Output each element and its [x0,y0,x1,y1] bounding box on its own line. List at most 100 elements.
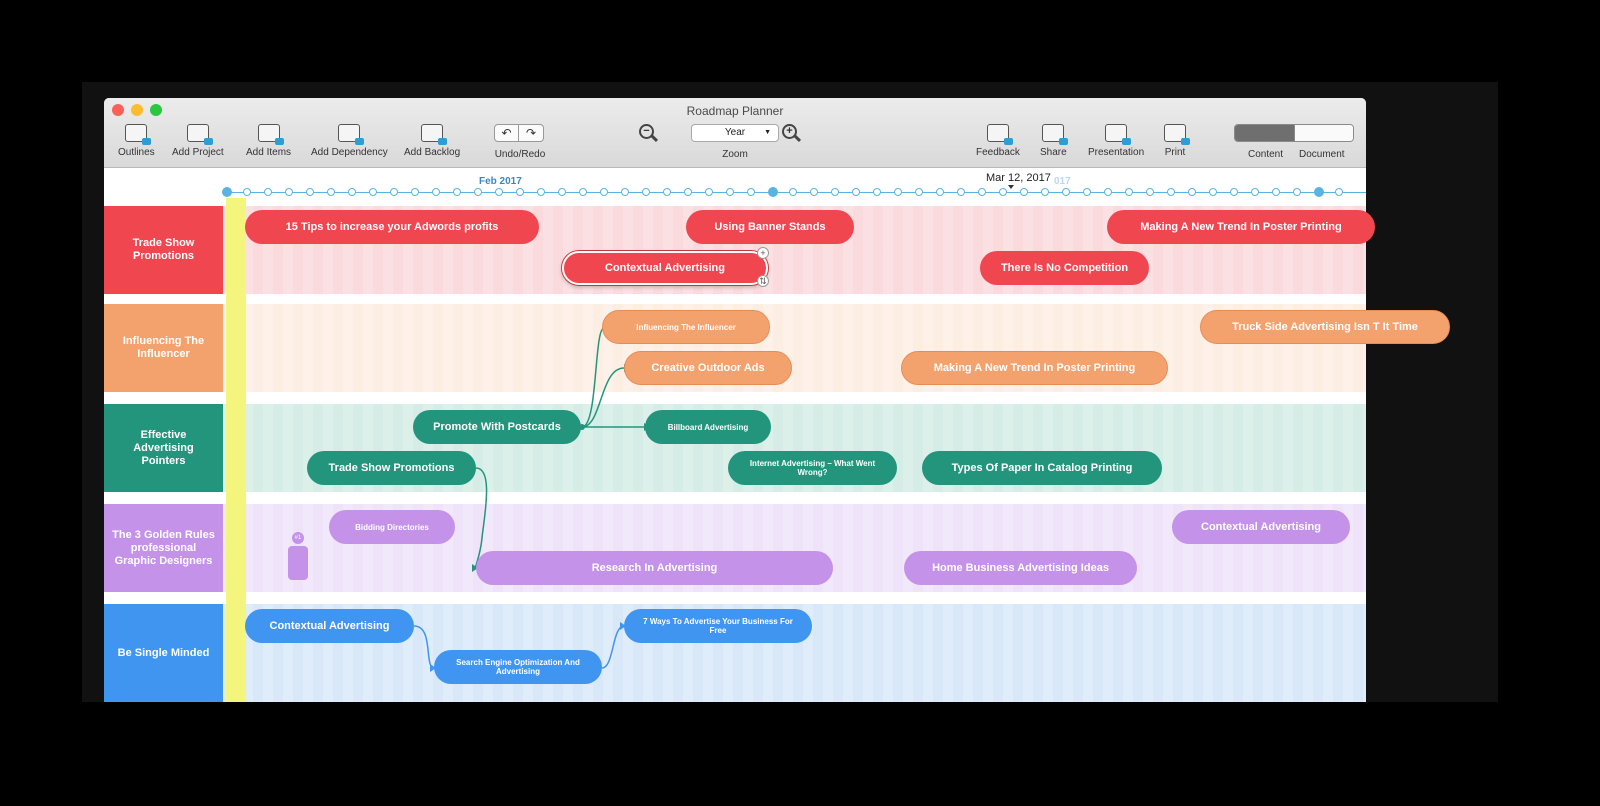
backlog-person-marker[interactable]: #1 [286,532,310,582]
roadmap-item[interactable]: Trade Show Promotions [307,451,476,485]
timeline-tick[interactable] [1335,188,1343,196]
timeline-tick[interactable] [1041,188,1049,196]
roadmap-item[interactable]: Contextual Advertising [245,609,414,643]
feedback-button[interactable]: Feedback [976,124,1020,158]
roadmap-item[interactable]: 15 Tips to increase your Adwords profits [245,210,539,244]
add-project-button[interactable]: Add Project [172,124,224,158]
timeline-tick[interactable] [852,188,860,196]
timeline-ruler[interactable]: Feb 2017 017 Mar 12, 2017 [104,168,1366,206]
add-items-button[interactable]: Add Items [246,124,291,158]
timeline-tick[interactable] [348,188,356,196]
lane-header[interactable]: Be Single Minded [104,604,223,702]
add-dependency-button[interactable]: Add Dependency [311,124,388,158]
close-window-button[interactable] [112,104,124,116]
timeline-tick[interactable] [411,188,419,196]
timeline-tick[interactable] [621,188,629,196]
timeline-tick[interactable] [810,188,818,196]
timeline-tick[interactable] [894,188,902,196]
add-item-icon[interactable]: + [757,247,769,259]
timeline-tick[interactable] [789,188,797,196]
timeline-tick[interactable] [537,188,545,196]
roadmap-item[interactable]: Research In Advertising [476,551,833,585]
roadmap-item[interactable]: Promote With Postcards [413,410,581,444]
timeline-tick[interactable] [873,188,881,196]
roadmap-item[interactable]: Search Engine Optimization And Advertisi… [434,650,602,684]
add-backlog-button[interactable]: Add Backlog [404,124,460,158]
roadmap-item[interactable]: Truck Side Advertising Isn T It Time [1200,310,1450,344]
timeline-tick[interactable] [1209,188,1217,196]
timeline-tick[interactable] [1293,188,1301,196]
zoom-select[interactable]: Year▼ [691,124,779,142]
lane-header[interactable]: The 3 Golden Rules professional Graphic … [104,504,223,592]
timeline-tick[interactable] [663,188,671,196]
timeline-tick[interactable] [558,188,566,196]
timeline-tick[interactable] [831,188,839,196]
timeline-tick[interactable] [222,187,232,197]
minimize-window-button[interactable] [131,104,143,116]
timeline-tick[interactable] [978,188,986,196]
timeline-tick[interactable] [306,188,314,196]
resize-handle-icon[interactable]: ⇅ [757,275,769,287]
timeline-tick[interactable] [390,188,398,196]
timeline-tick[interactable] [747,188,755,196]
timeline-tick[interactable] [642,188,650,196]
timeline-tick[interactable] [705,188,713,196]
lane-header[interactable]: Effective Advertising Pointers [104,404,223,492]
timeline-tick[interactable] [1020,188,1028,196]
timeline-tick[interactable] [516,188,524,196]
timeline-tick[interactable] [285,188,293,196]
timeline-tick[interactable] [243,188,251,196]
timeline-tick[interactable] [1188,188,1196,196]
timeline-tick[interactable] [1146,188,1154,196]
roadmap-item[interactable]: Home Business Advertising Ideas [904,551,1137,585]
lane-header[interactable]: Influencing The Influencer [104,304,223,392]
timeline-tick[interactable] [1272,188,1280,196]
timeline-tick[interactable] [915,188,923,196]
timeline-tick[interactable] [327,188,335,196]
roadmap-item[interactable]: There Is No Competition [980,251,1149,285]
timeline-tick[interactable] [768,187,778,197]
timeline-tick[interactable] [1083,188,1091,196]
timeline-tick[interactable] [1251,188,1259,196]
current-date-indicator[interactable]: Mar 12, 2017 [984,172,1053,184]
roadmap-item[interactable]: Bidding Directories [329,510,455,544]
content-view-segment[interactable] [1235,125,1294,141]
document-view-segment[interactable] [1293,125,1353,141]
undo-button[interactable]: ↶ [494,124,519,142]
roadmap-item[interactable]: Internet Advertising – What Went Wrong? [728,451,897,485]
roadmap-item[interactable]: Using Banner Stands [686,210,854,244]
timeline-tick[interactable] [453,188,461,196]
timeline-tick[interactable] [957,188,965,196]
zoom-window-button[interactable] [150,104,162,116]
roadmap-item[interactable]: Creative Outdoor Ads [624,351,792,385]
zoom-out-button[interactable]: − [639,124,659,144]
timeline-tick[interactable] [684,188,692,196]
timeline-tick[interactable] [579,188,587,196]
roadmap-item-selected[interactable]: Contextual Advertising [562,251,768,285]
timeline-tick[interactable] [999,188,1007,196]
zoom-in-button[interactable]: + [782,124,802,144]
timeline-tick[interactable] [1314,187,1324,197]
print-button[interactable]: Print [1164,124,1190,158]
redo-button[interactable]: ↷ [519,124,544,142]
outlines-button[interactable]: Outlines [118,124,155,158]
timeline-tick[interactable] [1230,188,1238,196]
roadmap-item[interactable]: Making A New Trend In Poster Printing [1107,210,1375,244]
share-button[interactable]: Share [1040,124,1069,158]
timeline-tick[interactable] [726,188,734,196]
timeline-tick[interactable] [1125,188,1133,196]
timeline-tick[interactable] [1104,188,1112,196]
timeline-tick[interactable] [474,188,482,196]
timeline-tick[interactable] [264,188,272,196]
timeline-tick[interactable] [936,188,944,196]
timeline-tick[interactable] [495,188,503,196]
timeline-tick[interactable] [432,188,440,196]
timeline-tick[interactable] [1062,188,1070,196]
lane-header[interactable]: Trade Show Promotions [104,206,223,294]
roadmap-item[interactable]: Making A New Trend In Poster Printing [901,351,1168,385]
timeline-tick[interactable] [1167,188,1175,196]
roadmap-item[interactable]: Billboard Advertising [645,410,771,444]
roadmap-item[interactable]: Types Of Paper In Catalog Printing [922,451,1162,485]
timeline-tick[interactable] [369,188,377,196]
roadmap-item[interactable]: Contextual Advertising [1172,510,1350,544]
